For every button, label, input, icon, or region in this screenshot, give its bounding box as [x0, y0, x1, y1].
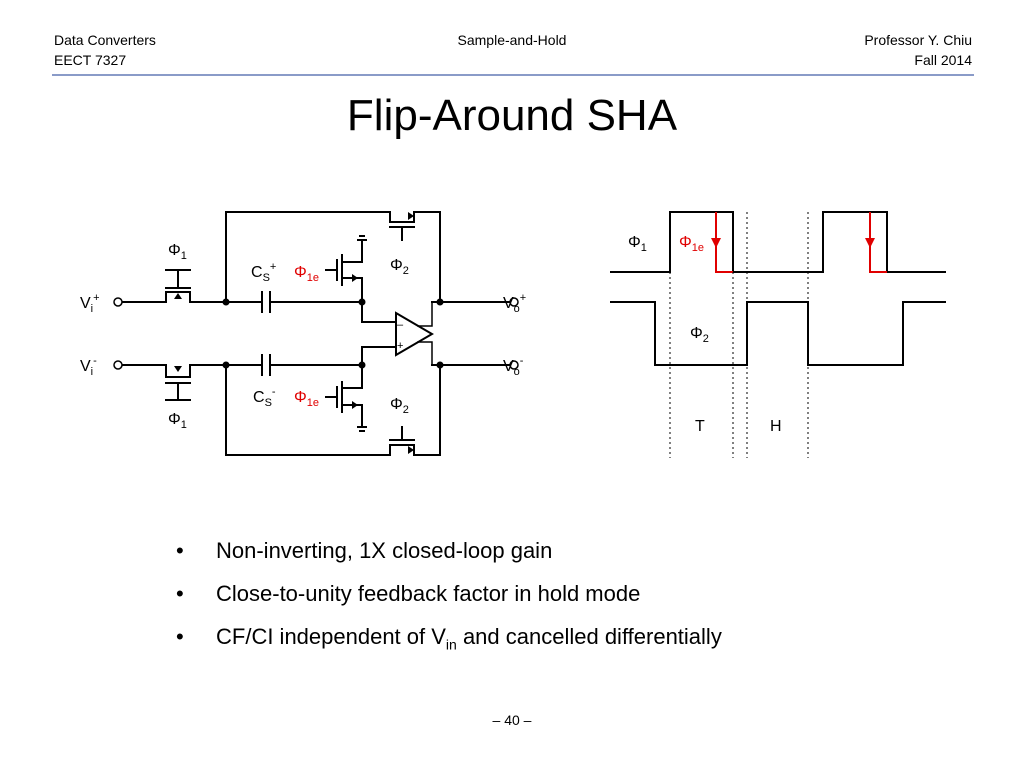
opamp-symbol	[395, 311, 434, 357]
terminal-vi-plus	[113, 297, 123, 307]
phi1-waveform	[610, 211, 946, 273]
bullet-item: • CF/CI independent of Vin and cancelled…	[176, 621, 722, 664]
switch-arrow-bot-left	[174, 366, 182, 372]
node-dot	[358, 298, 366, 306]
sample-switch-bot	[165, 364, 191, 401]
cap-cs-top	[257, 291, 363, 313]
label-vi-minus: Vi-	[80, 355, 97, 378]
opamp-plus-label: +	[397, 340, 403, 352]
wire-node-to-amp-bot	[361, 346, 397, 366]
bullet-item: • Non-inverting, 1X closed-loop gain	[176, 535, 722, 578]
sha-figure: Φ1 Φ1 Φ2 Φ2 CS+ CS- Vi+ Vi- Vo+ Vo- – + …	[80, 211, 946, 458]
feedback-loop-bot	[225, 364, 441, 456]
label-phi2-bot: Φ2	[390, 396, 409, 416]
label-phi1-top: Φ1	[168, 242, 187, 262]
bullet-text: CF/CI independent of V	[216, 624, 446, 649]
terminal-vi-minus	[113, 360, 123, 370]
label-phi1e-top: Φ1e	[294, 264, 319, 284]
phi1e-switch-bot	[325, 364, 367, 432]
label-cs-plus: CS+	[251, 261, 276, 284]
phi1e-arrow-2	[865, 238, 875, 248]
page-number: – 40 –	[492, 712, 532, 728]
node-dot	[436, 298, 444, 306]
switch-arrow-bot-phi1e	[352, 401, 358, 409]
timing-label-phi1e: Φ1e	[679, 234, 704, 254]
feedback-loop-top	[225, 211, 441, 303]
label-vo-plus: Vo+	[503, 292, 526, 315]
timing-label-hold: H	[770, 418, 782, 435]
cap-cs-bot	[257, 354, 363, 376]
terminal-vo-minus	[509, 360, 519, 370]
bullet-text: Close-to-unity feedback factor in hold m…	[216, 581, 641, 606]
header-right: Professor Y. Chiu Fall 2014	[864, 30, 972, 70]
node-dot	[222, 298, 230, 306]
terminal-vo-plus	[509, 297, 519, 307]
label-vo-minus: Vo-	[503, 355, 524, 378]
bullet-marker: •	[176, 538, 184, 563]
bullet-text-tail: and cancelled differentially	[456, 624, 722, 649]
opamp-minus-label: –	[397, 319, 404, 331]
phi1e-switch-top	[325, 235, 367, 303]
bullet-marker: •	[176, 624, 184, 649]
bullet-marker: •	[176, 581, 184, 606]
switch-arrow-top-phi2	[408, 212, 414, 220]
instructor-name: Professor Y. Chiu	[864, 32, 972, 48]
course-name: Data Converters	[54, 32, 156, 48]
course-code: EECT 7327	[54, 52, 127, 68]
label-phi2-top: Φ2	[390, 257, 409, 277]
switch-arrow-top-left	[174, 293, 182, 299]
phi2-switch-top	[389, 211, 415, 241]
phi1e-waveform-1	[715, 212, 733, 273]
switch-arrow-top-phi1e	[352, 274, 358, 282]
bullet-text: Non-inverting, 1X closed-loop gain	[216, 538, 553, 563]
label-phi1e-bot: Φ1e	[294, 389, 319, 409]
bullet-subscript: in	[445, 636, 457, 653]
opamp-outputs	[417, 301, 433, 366]
node-dot	[436, 361, 444, 369]
phi2-waveform	[610, 301, 946, 366]
slide-title: Flip-Around SHA	[346, 91, 678, 140]
label-phi1-bot: Φ1	[168, 411, 187, 431]
label-vi-plus: Vi+	[80, 292, 100, 315]
timing-label-phi1: Φ1	[628, 234, 647, 254]
header-divider	[52, 74, 974, 76]
header-left: Data Converters EECT 7327	[54, 30, 156, 70]
sample-switch-top	[165, 269, 191, 303]
term: Fall 2014	[914, 52, 972, 68]
phi1e-waveform-2	[869, 212, 887, 273]
timing-label-track: T	[695, 418, 705, 435]
label-cs-minus: CS-	[253, 386, 276, 409]
wire-node-to-amp-top	[361, 301, 397, 323]
timing-label-phi2: Φ2	[690, 325, 709, 345]
header-topic: Sample-and-Hold	[457, 32, 567, 48]
node-dot	[358, 361, 366, 369]
node-dot	[222, 361, 230, 369]
bullet-item: • Close-to-unity feedback factor in hold…	[176, 578, 722, 621]
phi1e-arrow-1	[711, 238, 721, 248]
switch-arrow-bot-phi2	[408, 446, 414, 454]
bullet-list: • Non-inverting, 1X closed-loop gain • C…	[176, 535, 722, 664]
